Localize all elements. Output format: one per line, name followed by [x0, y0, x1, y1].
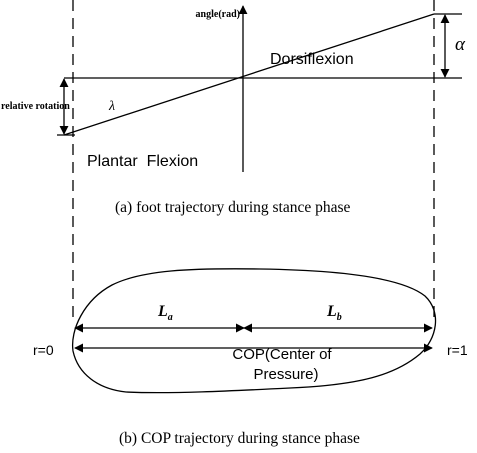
lb-main: L: [326, 303, 337, 320]
la-label: La: [157, 303, 173, 323]
la-main: L: [157, 303, 168, 320]
foot-trajectory-line: [63, 13, 435, 136]
alpha-symbol: α: [455, 34, 466, 55]
caption-b: (b) COP trajectory during stance phase: [119, 430, 360, 447]
plantar-flexion-label: Plantar Flexion: [87, 153, 198, 170]
lb-subscript: b: [337, 312, 342, 323]
lambda-symbol: λ: [108, 99, 115, 114]
r1-label: r=1: [447, 342, 468, 358]
cop-label-line1: COP(Center of: [232, 346, 332, 363]
lb-label: Lb: [326, 303, 342, 323]
r0-label: r=0: [33, 342, 54, 358]
la-subscript: a: [168, 312, 173, 323]
angle-axis-label: angle(rad): [196, 9, 240, 20]
relative-rotation-label: relative rotation: [1, 101, 70, 112]
cop-label-line2: Pressure): [253, 366, 318, 383]
dorsiflexion-label: Dorsiflexion: [270, 51, 354, 68]
caption-a: (a) foot trajectory during stance phase: [115, 199, 351, 216]
